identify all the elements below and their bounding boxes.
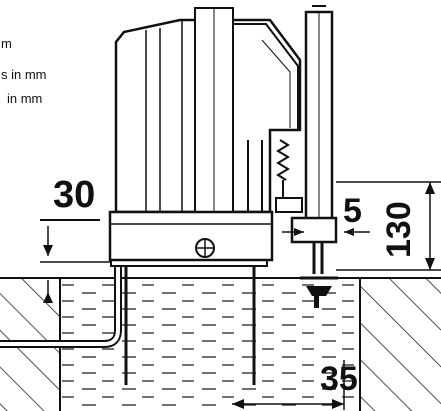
dimension-5: 5 [282, 192, 370, 236]
dimension-35-label: 35 [320, 360, 358, 398]
cable-conduit [0, 262, 122, 348]
ground-section [0, 277, 441, 411]
dimension-130-label: 130 [380, 201, 418, 258]
note-line-1: m [1, 36, 12, 51]
notes-block: m s in mm in mm [1, 36, 47, 106]
guide-rail [300, 276, 338, 308]
dimension-35: 35 [232, 360, 358, 410]
motor-body [108, 7, 302, 262]
gate-leaf [290, 5, 338, 274]
dimension-5-label: 5 [343, 192, 362, 230]
dimension-30-label: 30 [53, 174, 95, 216]
note-line-2: s in mm [1, 67, 47, 82]
note-line-3: in mm [7, 91, 42, 106]
dimension-130: 130 [336, 181, 441, 271]
dimension-30: 30 [40, 174, 112, 303]
spring [275, 139, 303, 213]
